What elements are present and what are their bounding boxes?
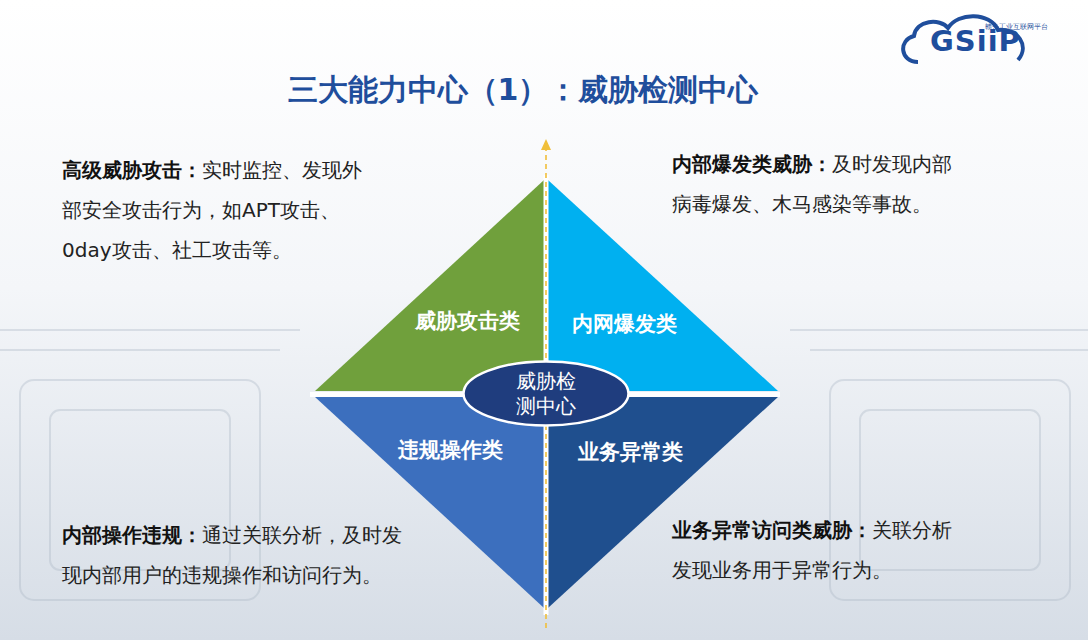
callout-heading: 内部操作违规： — [62, 523, 202, 547]
quadrant-label: 业务异常类 — [578, 439, 683, 465]
triangle-fill — [315, 180, 544, 391]
callout-heading: 内部爆发类威胁： — [672, 152, 832, 176]
quadrant-label: 违规操作类 — [398, 437, 503, 463]
logo-subtitle: 赣云工业互联网平台 — [985, 22, 1048, 32]
quadrant-label: 内网爆发类 — [572, 311, 677, 337]
callout-text: 业务异常访问类威胁：关联分析发现业务用于异常行为。 — [672, 510, 964, 590]
callout-heading: 业务异常访问类威胁： — [672, 518, 872, 542]
circuit-trace — [0, 330, 1088, 350]
center-label: 威胁检测中心 — [513, 369, 579, 419]
callout-text: 内部爆发类威胁：及时发现内部病毒爆发、木马感染等事故。 — [672, 144, 964, 224]
node-shape — [315, 180, 544, 391]
slide-title: 三大能力中心（1）：威胁检测中心 — [0, 70, 1046, 111]
axis-arrowhead — [541, 139, 551, 150]
chip-core — [860, 410, 1040, 570]
callout-heading: 高级威胁攻击： — [62, 158, 202, 182]
callout-text: 高级威胁攻击：实时监控、发现外部安全攻击行为，如APT攻击、0day攻击、社工攻… — [62, 150, 374, 270]
chip-decoration — [0, 330, 1088, 600]
ellipse-fill — [464, 362, 629, 426]
quadrant-triangle: 威胁攻击类 — [315, 180, 544, 391]
callout-text: 内部操作违规：通过关联分析，及时发现内部用户的违规操作和访问行为。 — [62, 515, 414, 595]
center-ellipse: 威胁检测中心 — [462, 360, 630, 427]
quadrant-label: 威胁攻击类 — [415, 308, 520, 334]
